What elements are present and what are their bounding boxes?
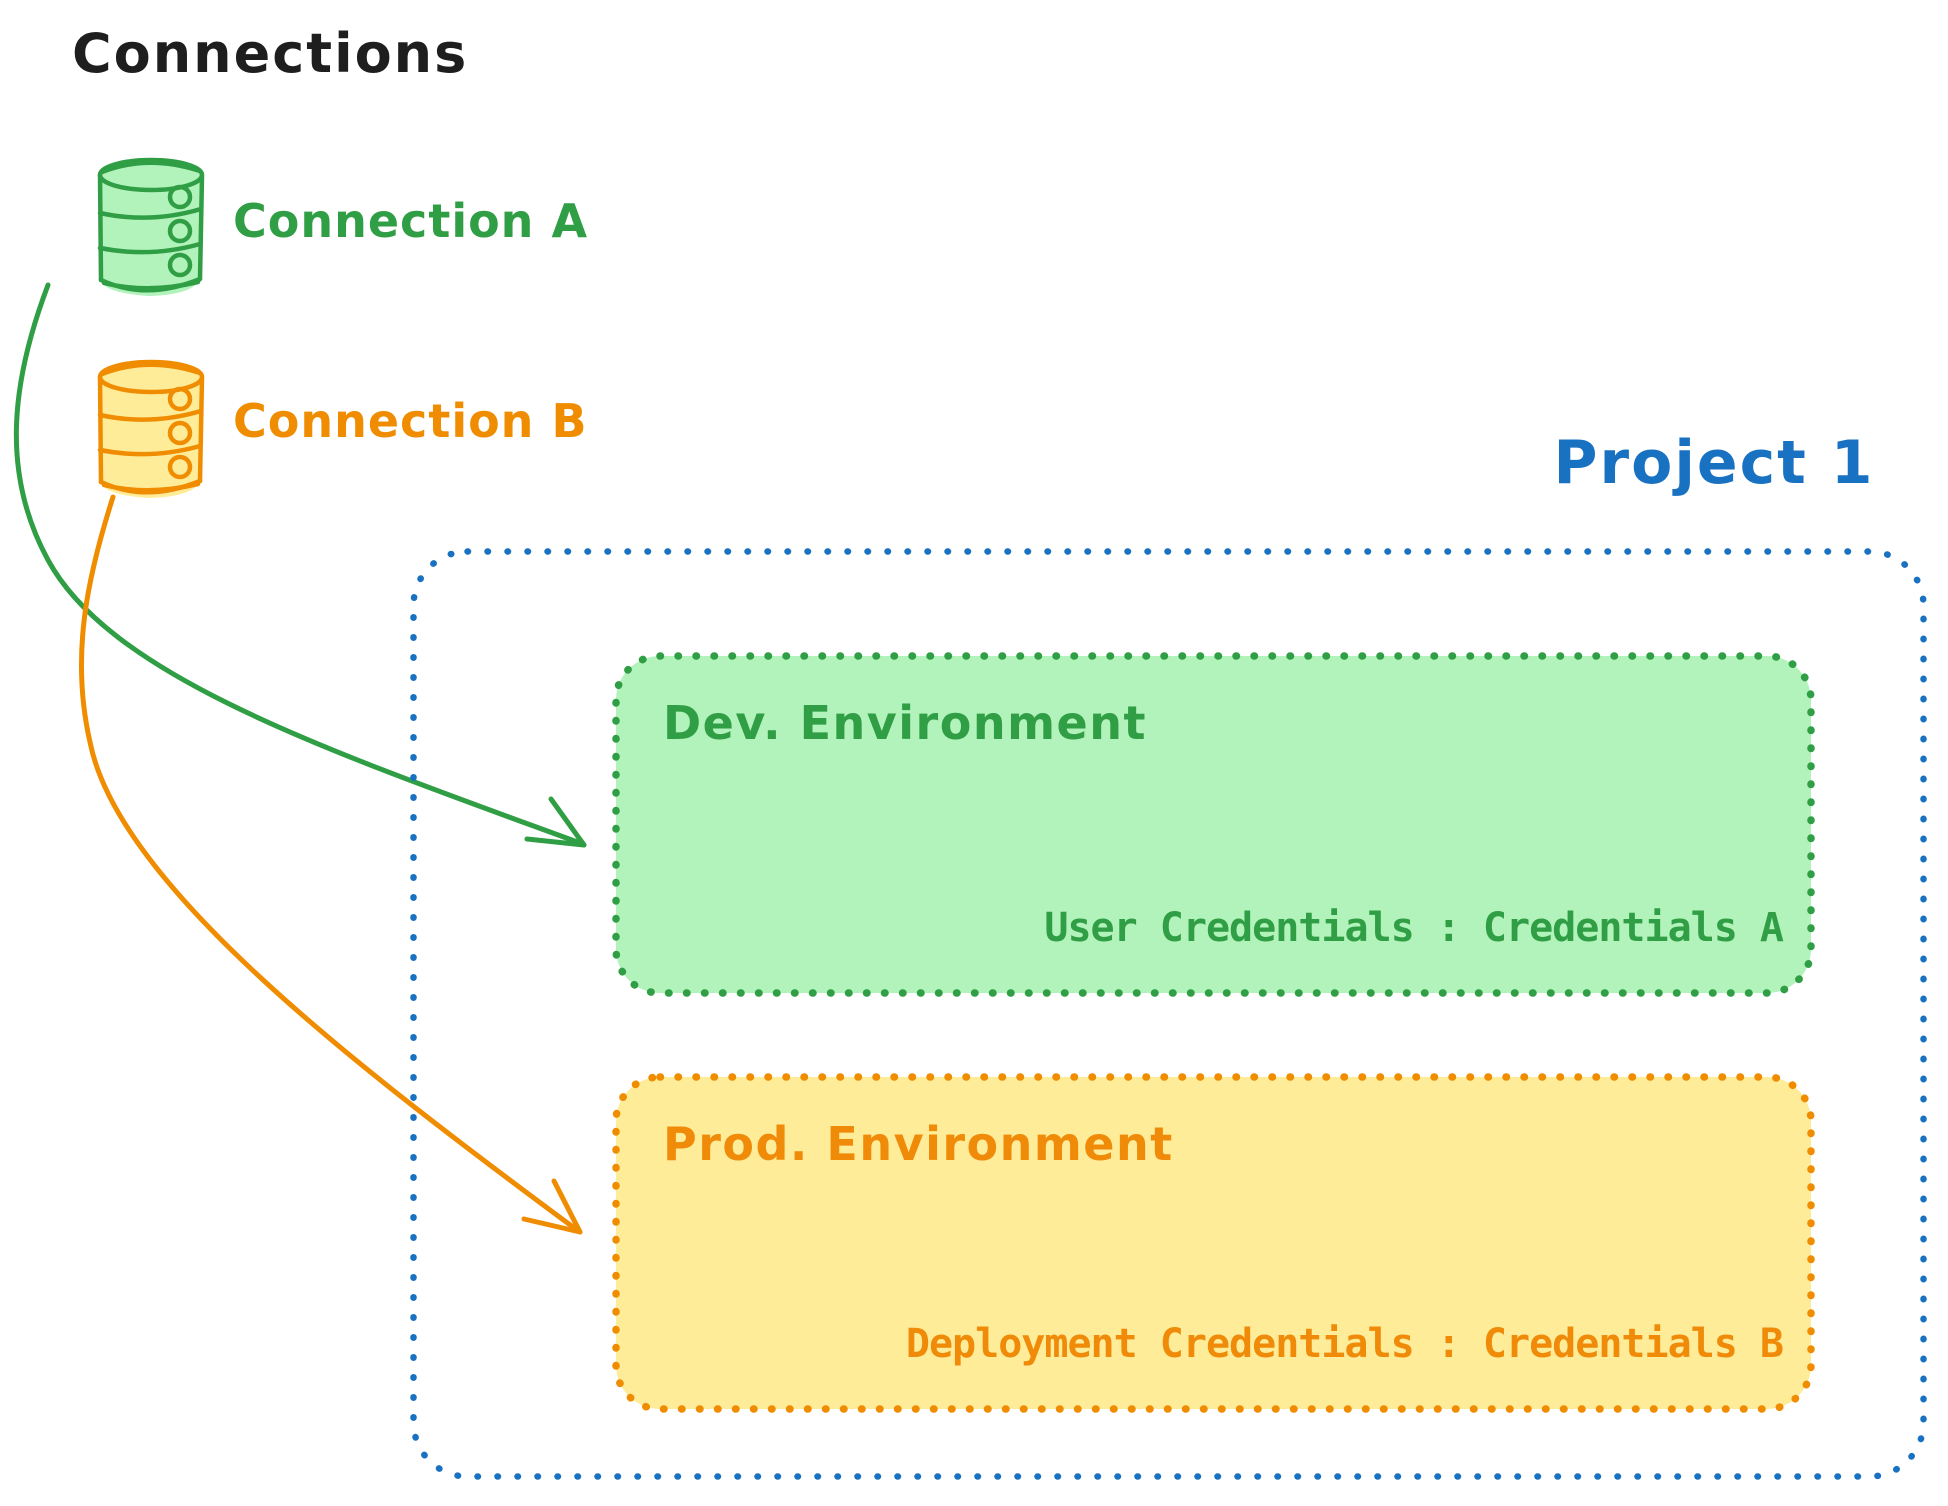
arrow-connection-b-to-prod [78,494,583,1235]
dev-environment-border [612,652,1815,997]
project-1-title: Project 1 [1553,428,1875,498]
prod-environment-credentials: Deployment Credentials : Credentials B [905,1321,1784,1367]
connections-title: Connections [72,22,469,85]
prod-environment-heading: Prod. Environment [663,1117,1174,1171]
prod-environment-box: Prod. Environment Deployment Credentials… [612,1073,1815,1413]
database-icon-connection-a [97,157,205,296]
project-1-border [410,548,1927,1480]
dev-environment-box: Dev. Environment User Credentials : Cred… [612,652,1815,997]
prod-environment-border [612,1073,1815,1413]
dev-environment-credentials: User Credentials : Credentials A [1044,905,1784,951]
dev-environment-heading: Dev. Environment [663,696,1147,750]
connection-b-label: Connection B [233,394,588,448]
connection-a-label: Connection A [233,194,589,248]
arrow-connection-a-to-dev [13,282,587,848]
project-1-container: Dev. Environment User Credentials : Cred… [410,548,1927,1480]
database-icon-connection-b [97,359,205,498]
